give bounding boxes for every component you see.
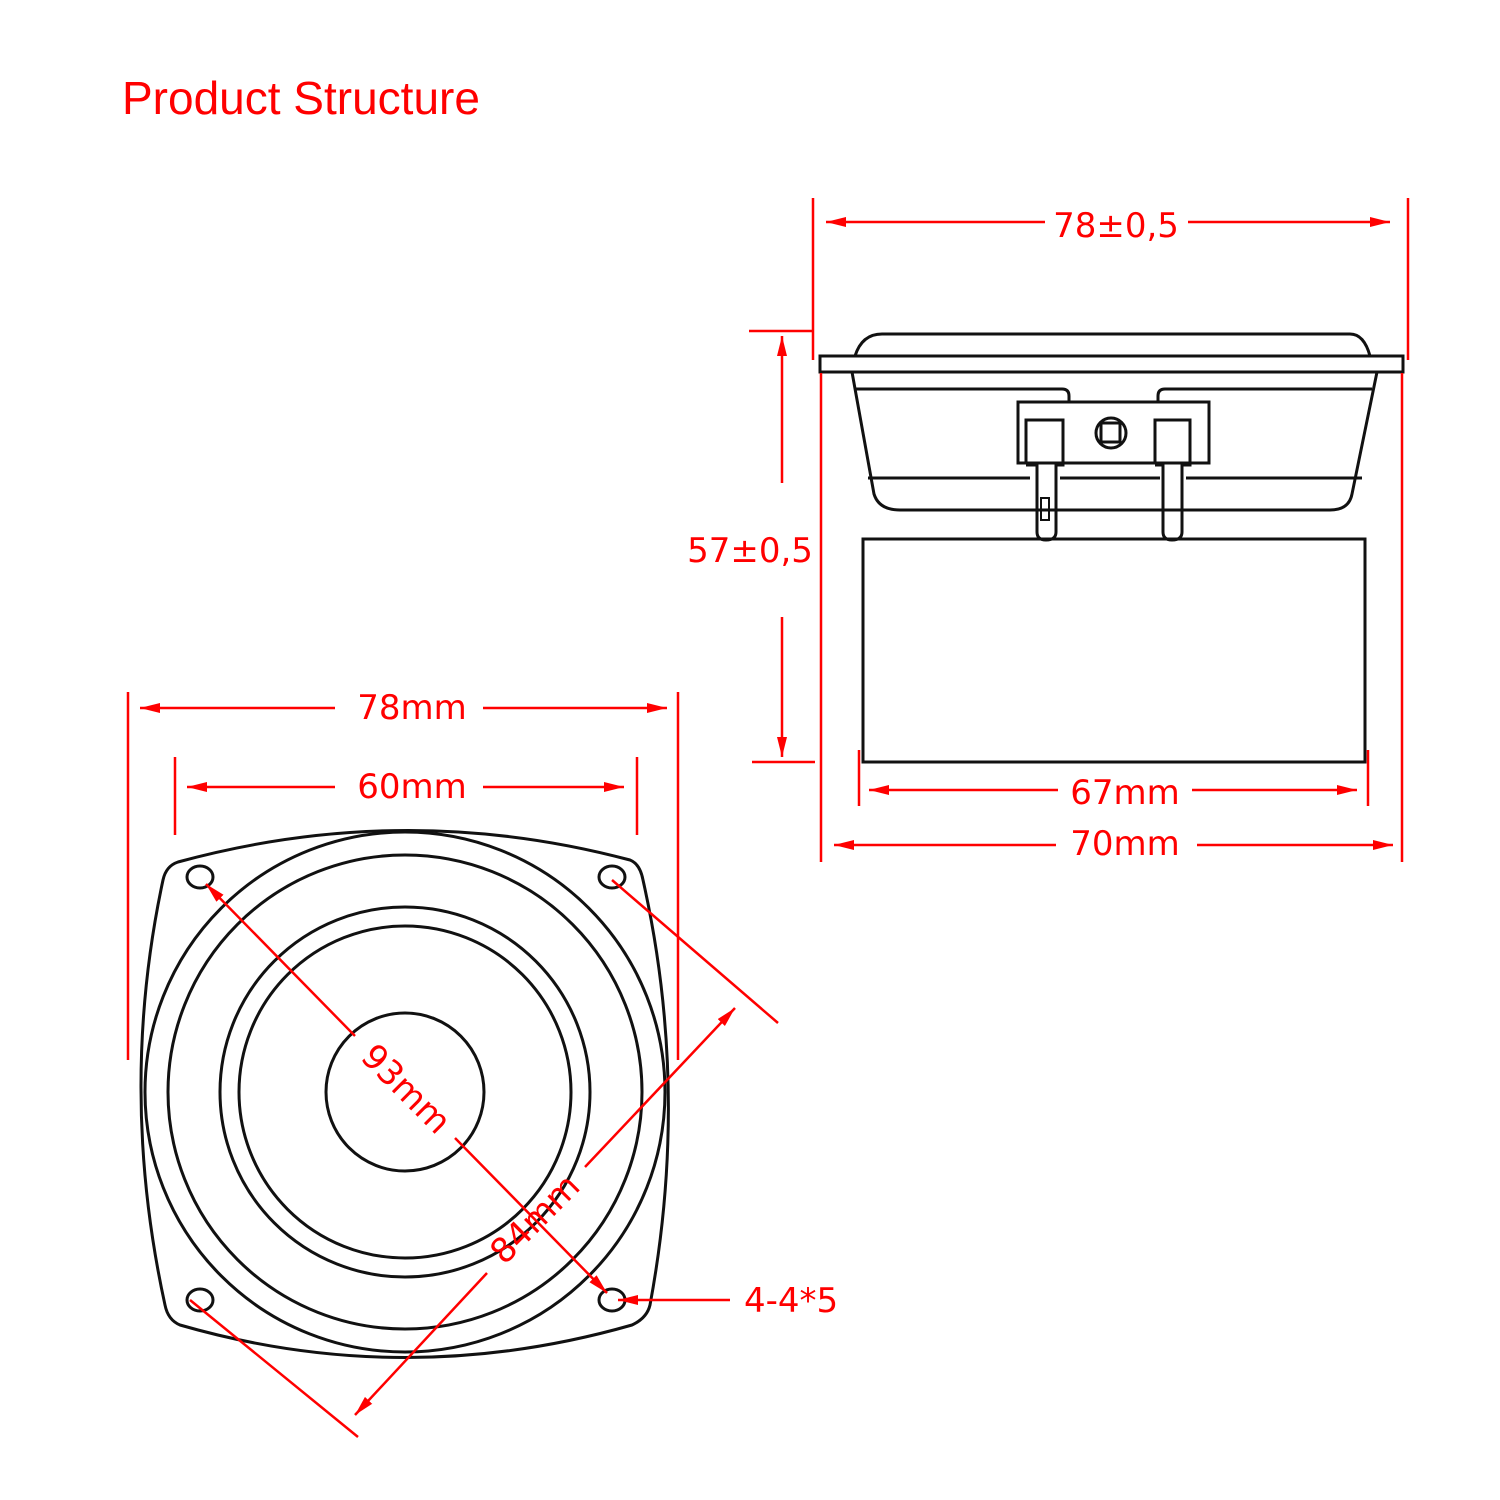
speaker-front-view [139,829,670,1359]
side-dimensions: 78±0,5 57±0,5 67mm 70mm [687,198,1410,864]
dust-cap-dome [853,332,1372,357]
diagonal-label: 93mm [353,1036,459,1142]
mounting-holes-label: 4-4*5 [744,1281,838,1321]
magnet-width-label: 67mm [1070,773,1180,813]
mounting-flange [139,829,670,1359]
magnet [861,537,1367,764]
front-flange [818,354,1405,374]
height-label: 57±0,5 [687,531,813,571]
inner-width-label: 60mm [357,767,467,807]
basket-width-label: 70mm [1070,824,1180,864]
overall-width-label: 78±0,5 [1053,206,1179,246]
frame-ring-outer [143,830,667,1354]
speaker-side-view [818,332,1405,764]
surround-inner [237,924,573,1260]
mounting-hole [185,1287,215,1313]
frame-ring-inner [166,853,644,1331]
front-width-label: 78mm [357,688,467,728]
terminal-left [1024,418,1065,542]
front-dimensions: 78mm 60mm 93mm 84mm 4-4*5 [126,688,838,1438]
terminal-right [1153,418,1192,542]
terminal-rivet [1094,416,1128,450]
mounting-hole [185,864,215,890]
surround-outer [218,905,592,1279]
page-title: Product Structure [122,72,480,124]
basket [850,371,1379,512]
mounting-hole [597,864,627,890]
terminal-board [1016,400,1211,465]
dust-cap [324,1011,486,1173]
